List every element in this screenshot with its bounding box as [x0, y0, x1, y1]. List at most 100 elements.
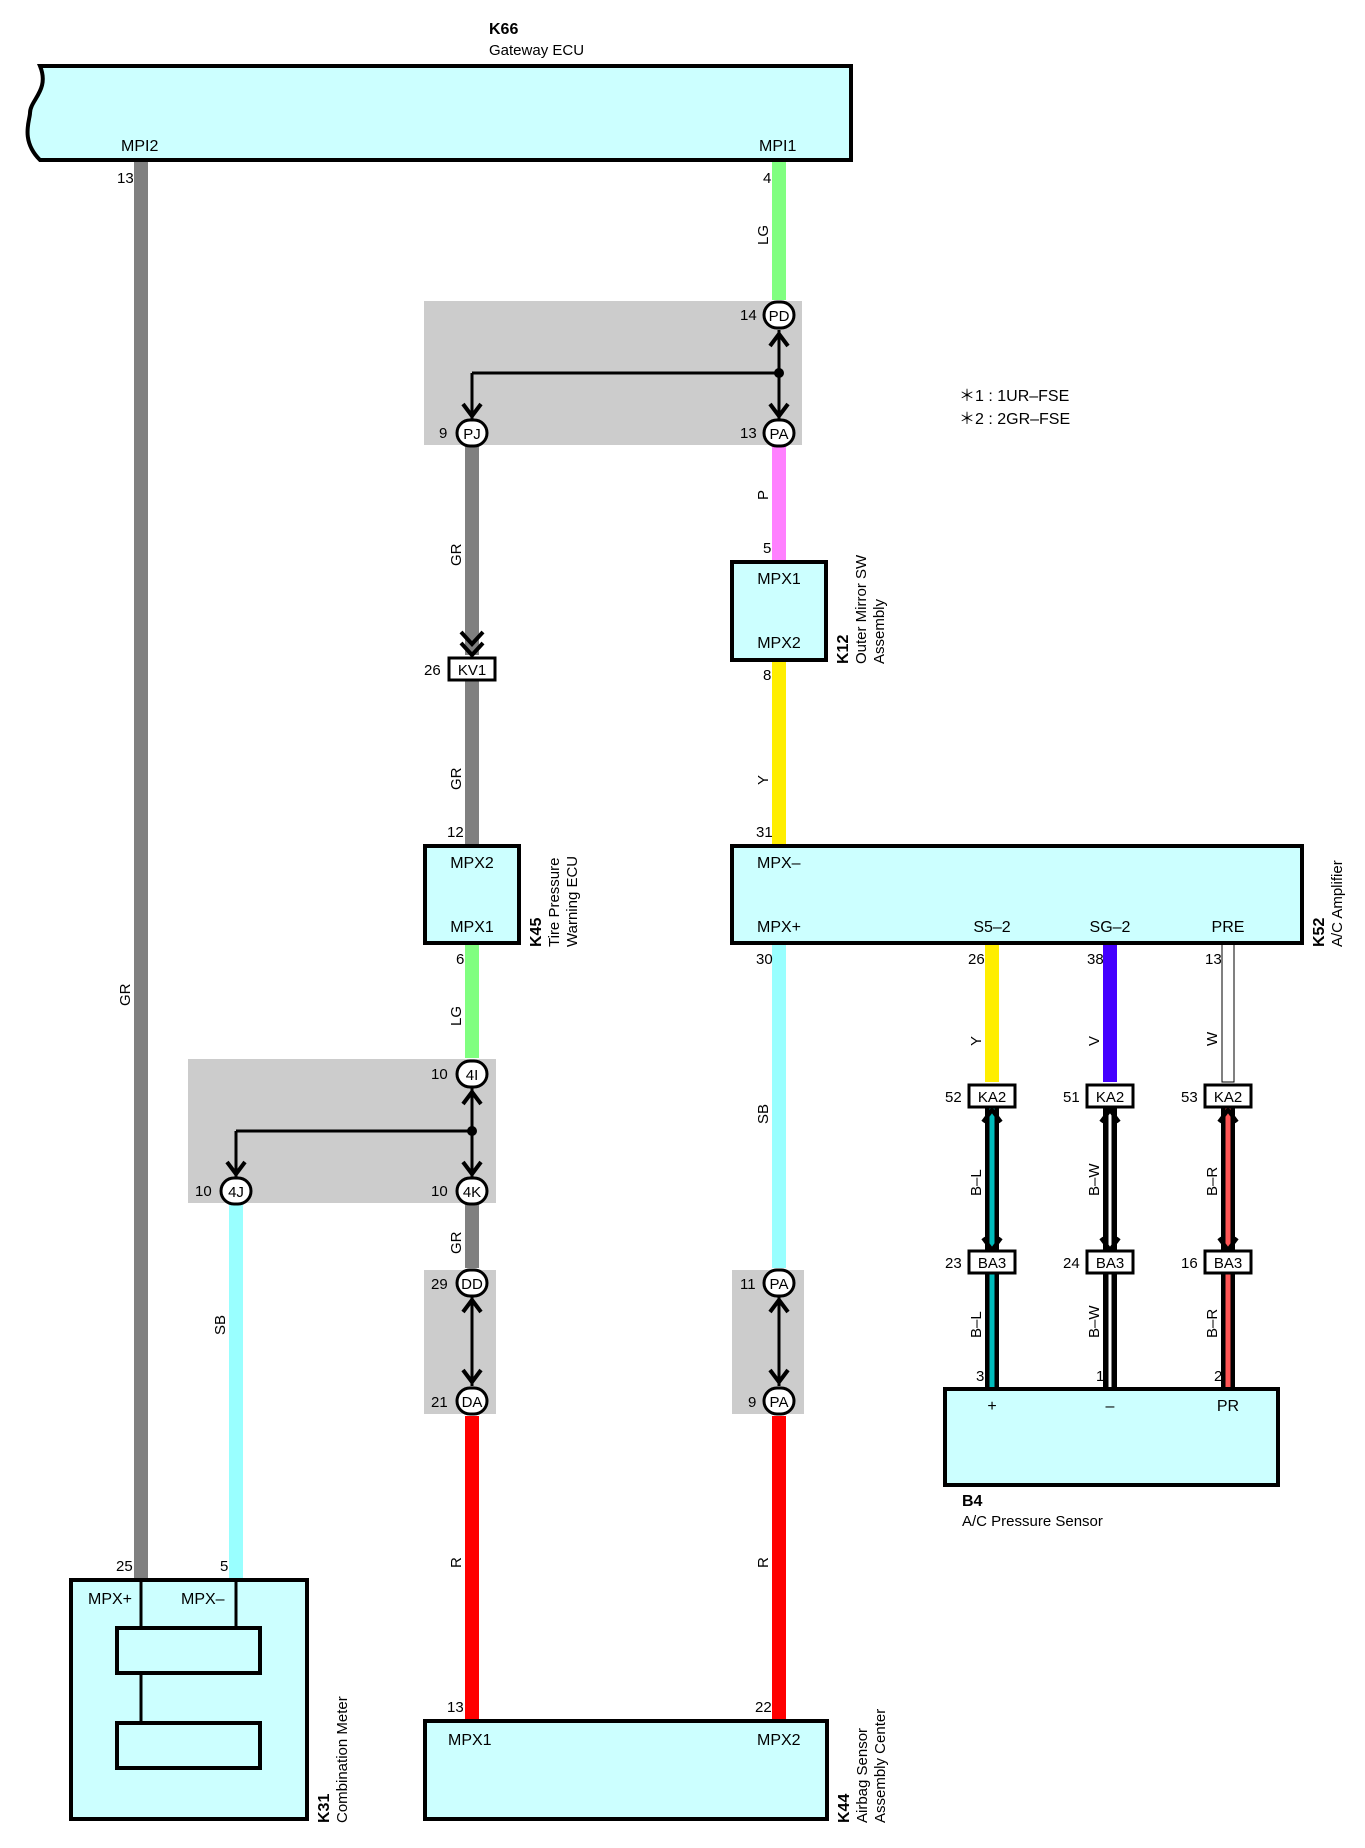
svg-text:PJ: PJ — [463, 426, 481, 443]
svg-text:1: 1 — [1096, 1368, 1104, 1385]
svg-text:24: 24 — [1063, 1255, 1080, 1272]
svg-text:9: 9 — [748, 1394, 756, 1411]
b4-code: B4 — [962, 1493, 983, 1510]
k31-name: Combination Meter — [334, 1696, 351, 1823]
svg-text:BA3: BA3 — [1096, 1255, 1124, 1272]
wire-label-bw-lower: B–W — [1086, 1305, 1103, 1338]
svg-text:2: 2 — [1214, 1368, 1222, 1385]
svg-text:51: 51 — [1063, 1089, 1080, 1106]
pin-k12-mpx1: MPX1 — [757, 571, 801, 588]
pin-b4-plus: + — [987, 1398, 996, 1415]
k12-name-line1: Outer Mirror SW — [853, 554, 870, 664]
wire-label-sb-k52: SB — [755, 1104, 772, 1124]
wire-label-gr-kv1: GR — [448, 767, 465, 790]
svg-text:5: 5 — [220, 1558, 228, 1575]
k12-name-line2: Assembly — [871, 598, 888, 664]
svg-text:PA: PA — [770, 426, 789, 443]
wire-label-br-upper: B–R — [1204, 1167, 1221, 1196]
svg-text:BA3: BA3 — [1214, 1255, 1242, 1272]
pin-mpi2: MPI2 — [121, 138, 158, 155]
gateway-ecu: K66 Gateway ECU MPI2 MPI1 — [25, 21, 853, 162]
connector-ba3-24: BA3 — [1085, 1249, 1135, 1275]
wire-label-r-right: R — [755, 1557, 772, 1568]
svg-text:3: 3 — [976, 1368, 984, 1385]
arrow-down-pa-bottom — [768, 1368, 790, 1386]
wire-label-gr-meter: GR — [117, 983, 134, 1006]
pin-k52-mpx-plus: MPX+ — [757, 919, 801, 936]
wire-labels: GR LG P GR Y GR LG SB Y V W B–L B–W B–R … — [117, 225, 1221, 1568]
svg-text:30: 30 — [756, 951, 773, 968]
gateway-ecu-code: K66 — [489, 21, 518, 38]
arrow-down-4k — [461, 1160, 483, 1178]
pin-numbers: 13 4 14 9 13 5 8 26 12 31 6 30 26 38 13 … — [116, 170, 1222, 1716]
wire-label-gr-pj: GR — [448, 543, 465, 566]
pin-k31-mpx-plus: MPX+ — [88, 1591, 132, 1608]
svg-text:38: 38 — [1087, 951, 1104, 968]
pin-k45-mpx2: MPX2 — [450, 855, 494, 872]
b4-name: A/C Pressure Sensor — [962, 1513, 1103, 1530]
splice-dot-top — [774, 368, 784, 378]
k31-code: K31 — [316, 1794, 333, 1823]
arrow-up-4i — [461, 1088, 483, 1106]
arrow-down-pj — [461, 402, 483, 420]
svg-text:12: 12 — [447, 824, 464, 841]
k12-code: K12 — [835, 635, 852, 664]
pin-b4-pr: PR — [1217, 1398, 1239, 1415]
connector-pj: PJ — [455, 418, 489, 448]
connector-pa-top: PA — [762, 418, 796, 448]
k45-code: K45 — [528, 918, 545, 947]
svg-text:PA: PA — [770, 1394, 789, 1411]
wire-label-bl-upper: B–L — [968, 1169, 985, 1196]
arrow-down-kv1 — [459, 630, 485, 658]
arrow-down-4j — [225, 1160, 247, 1178]
svg-text:KA2: KA2 — [978, 1089, 1006, 1106]
connector-ba3-16: BA3 — [1203, 1249, 1253, 1275]
wire-label-w-pre: W — [1204, 1031, 1221, 1046]
svg-text:11: 11 — [740, 1276, 756, 1293]
svg-text:6: 6 — [456, 951, 464, 968]
wire-label-v-sg2: V — [1086, 1036, 1103, 1046]
note-1ur: ＊1 : 1UR–FSE — [959, 388, 1069, 405]
meter-internal-block-lower — [115, 1721, 262, 1770]
svg-text:DD: DD — [461, 1276, 483, 1293]
pin-k52-pre: PRE — [1212, 919, 1245, 936]
k44-code: K44 — [836, 1794, 853, 1823]
svg-text:23: 23 — [945, 1255, 962, 1272]
wire-label-p: P — [755, 490, 772, 500]
arrow-up-dd — [461, 1296, 483, 1314]
connector-4i: 4I — [455, 1059, 489, 1089]
wire-label-y-s52: Y — [968, 1036, 985, 1046]
wire-label-y-k12: Y — [755, 775, 772, 785]
svg-text:31: 31 — [756, 824, 773, 841]
k44-name-line2: Assembly Center — [872, 1709, 889, 1823]
svg-text:26: 26 — [424, 662, 441, 679]
wire-label-lg-k45: LG — [448, 1006, 465, 1026]
svg-text:5: 5 — [763, 540, 771, 557]
connector-ka2-53: KA2 — [1203, 1083, 1253, 1109]
svg-text:10: 10 — [431, 1066, 448, 1083]
k52-code: K52 — [1311, 918, 1328, 947]
svg-text:13: 13 — [1205, 951, 1222, 968]
svg-text:PA: PA — [770, 1276, 789, 1293]
connector-kv1: KV1 — [447, 656, 497, 682]
svg-text:13: 13 — [447, 1699, 464, 1716]
wire-label-bw-upper: B–W — [1086, 1163, 1103, 1196]
arrow-down-da — [461, 1368, 483, 1386]
svg-text:KV1: KV1 — [458, 662, 486, 679]
note-2gr: ＊2 : 2GR–FSE — [959, 411, 1070, 428]
splice-dot-left — [467, 1126, 477, 1136]
arrow-up-pa-mid — [768, 1296, 790, 1314]
wire-label-sb-meter: SB — [212, 1315, 229, 1335]
junction-group-dd-da — [424, 1270, 496, 1414]
svg-text:PD: PD — [769, 308, 790, 325]
connector-pa-bottom: PA — [762, 1386, 796, 1416]
svg-text:8: 8 — [763, 667, 771, 684]
pin-k44-mpx1: MPX1 — [448, 1732, 492, 1749]
svg-text:9: 9 — [439, 425, 447, 442]
wire-label-br-lower: B–R — [1204, 1309, 1221, 1338]
pin-k44-mpx2: MPX2 — [757, 1732, 801, 1749]
pin-b4-minus: – — [1106, 1398, 1115, 1415]
k44-name-line1: Airbag Sensor — [854, 1728, 871, 1823]
connector-ka2-52: KA2 — [967, 1083, 1017, 1109]
